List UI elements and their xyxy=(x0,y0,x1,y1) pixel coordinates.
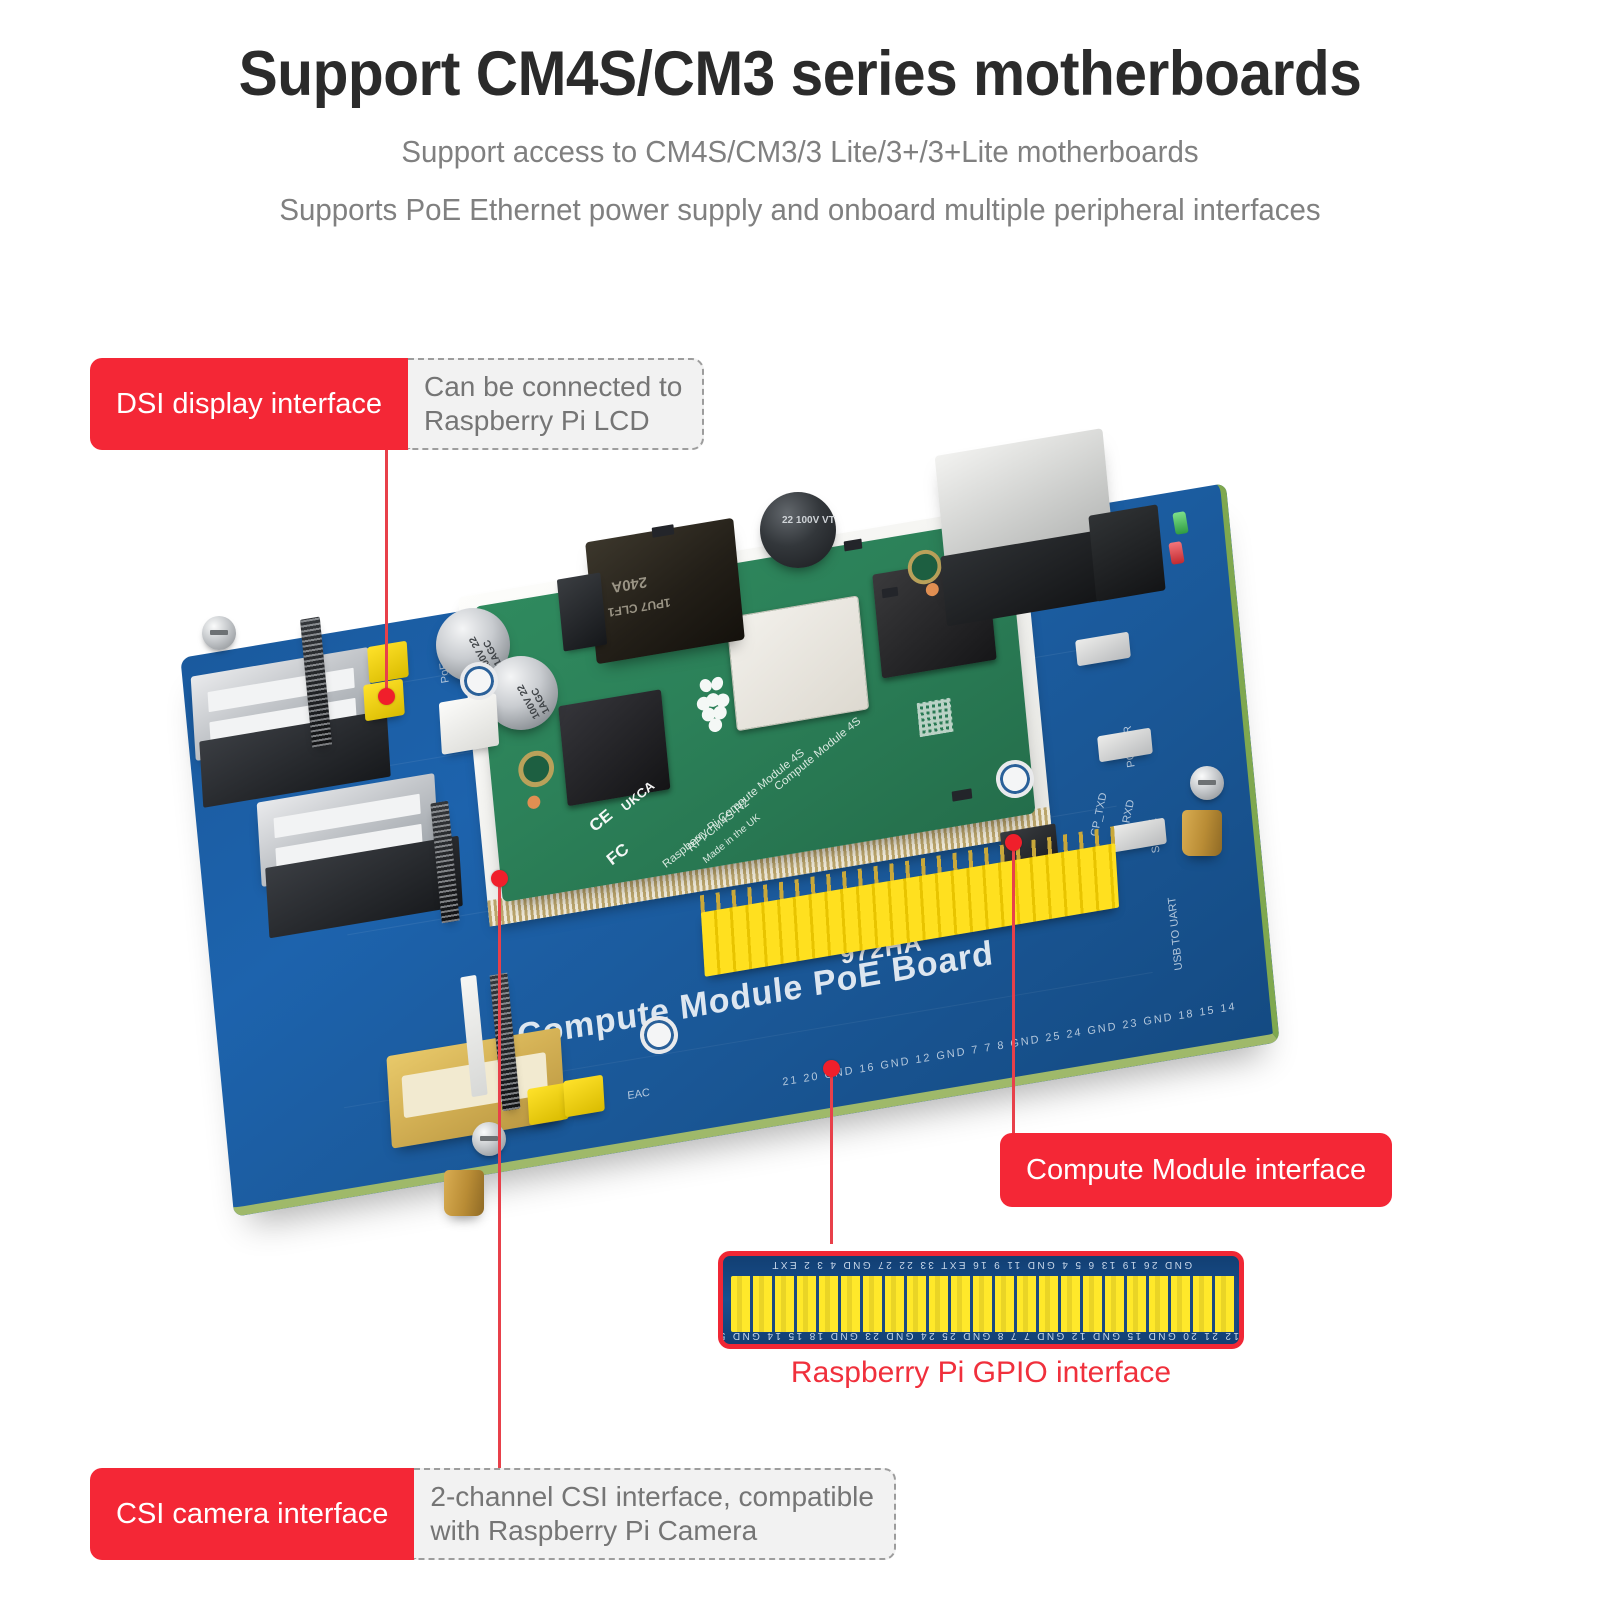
rj45-ethernet-port xyxy=(934,428,1121,627)
eac-jumper xyxy=(563,1074,605,1118)
poe-board-image: Compute Module PoE Board ws Waveshare PO… xyxy=(140,420,1470,1478)
product-photo: Compute Module PoE Board ws Waveshare PO… xyxy=(140,420,1470,1478)
electrolytic-cap-1: 22 100V VT xyxy=(760,492,836,568)
transformer-marking-1: 240A xyxy=(610,572,648,596)
leader-dot-compute-module xyxy=(1005,834,1022,851)
gpio-inset-silk-top: GND 26 19 13 6 5 4 GND 11 9 16 EXT 33 22… xyxy=(769,1259,1193,1270)
callout-dsi[interactable]: DSI display interface Can be connected t… xyxy=(90,358,705,451)
raspberry-pi-logo xyxy=(696,676,730,733)
page-title: Support CM4S/CM3 series motherboards xyxy=(238,39,1362,109)
standoff-right xyxy=(1182,810,1222,856)
standoff-bottom-left xyxy=(444,1170,484,1216)
callout-gpio-caption: Raspberry Pi GPIO interface xyxy=(790,1356,1172,1389)
leader-line-gpio xyxy=(830,1068,833,1244)
callout-dsi-label[interactable]: DSI display interface xyxy=(90,358,408,451)
leader-dot-dsi xyxy=(378,688,395,705)
ethernet-magnetics xyxy=(1088,504,1166,602)
gpio-inset-silk-bottom: 12 21 20 GND 15 GND 12 GND 7 7 8 GND 25 … xyxy=(723,1330,1239,1341)
leader-line-compute-module xyxy=(1012,842,1015,1142)
page-header: Support CM4S/CM3 series motherboards Sup… xyxy=(0,0,1600,228)
bat-jumper xyxy=(527,1082,569,1126)
fan-jst-connector xyxy=(438,693,500,755)
gpio-inset-pin-holes xyxy=(731,1276,1237,1332)
callout-csi-label[interactable]: CSI camera interface xyxy=(90,1468,415,1561)
fcc-mark-icon: FC xyxy=(603,839,633,869)
cap-marking-1: 22 100V VT xyxy=(782,515,835,526)
qr-code xyxy=(916,697,954,738)
ce-mark-icon: CE xyxy=(585,805,616,836)
screw-right xyxy=(1190,766,1224,800)
callout-csi-note: 2-channel CSI interface, compatible with… xyxy=(414,1468,896,1561)
leader-dot-gpio xyxy=(823,1060,840,1077)
leader-line-csi xyxy=(498,878,501,1478)
callout-compute-module-label[interactable]: Compute Module interface xyxy=(1000,1133,1393,1207)
callout-dsi-note: Can be connected to Raspberry Pi LCD xyxy=(407,358,705,451)
page-subtitle-secondary: Supports PoE Ethernet power supply and o… xyxy=(279,192,1321,227)
callout-compute-module[interactable]: Compute Module interface xyxy=(1000,1133,1393,1207)
leader-dot-csi xyxy=(491,870,508,887)
screw-top-left xyxy=(202,616,236,650)
poe-transformer: 240A 1PU7 CLF1 xyxy=(585,517,745,665)
module-silk-name: Compute Module 4S xyxy=(772,715,864,794)
leader-line-dsi xyxy=(385,420,388,697)
soc-chip xyxy=(726,595,870,732)
module-test-pad xyxy=(526,794,541,810)
poe-controller-ic xyxy=(556,572,608,652)
poe-jumper-1 xyxy=(367,640,409,684)
page-subtitle-primary: Support access to CM4S/CM3/3 Lite/3+/3+L… xyxy=(401,134,1199,169)
module-mount-hole xyxy=(516,747,556,790)
callout-csi[interactable]: CSI camera interface 2-channel CSI inter… xyxy=(90,1468,896,1561)
compute-module-4s: Compute Module 4S Raspberry Pi Compute M… xyxy=(474,517,1036,903)
cap-marking-3: 100V 22 1AGC xyxy=(515,682,552,721)
transformer-marking-2: 1PU7 CLF1 xyxy=(607,595,672,620)
gpio-zoom-inset: GND 26 19 13 6 5 4 GND 11 9 16 EXT 33 22… xyxy=(718,1251,1244,1349)
